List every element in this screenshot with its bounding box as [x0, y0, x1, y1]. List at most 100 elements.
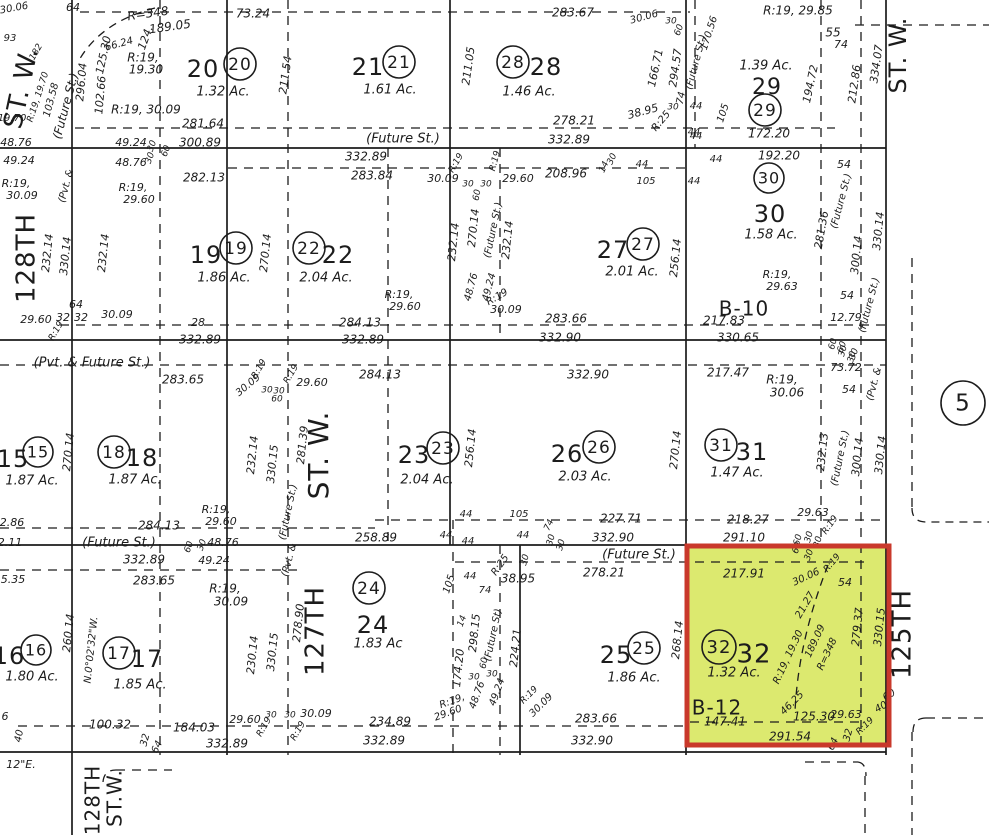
- dashed-street-curve: [102, 769, 117, 783]
- dimension-label: 283.84: [351, 169, 393, 183]
- acreage-label: 1.80 Ac.: [5, 670, 58, 685]
- dimension-label: R:19, 29.85: [763, 4, 833, 18]
- dimension-label: 74: [543, 518, 557, 533]
- dimension-label: 125.30: [793, 710, 835, 724]
- lot-number: 28: [530, 53, 563, 81]
- dimension-label: 217.91: [723, 567, 765, 581]
- dimension-label: 189.05: [148, 17, 192, 37]
- dimension-label: 332.90: [592, 531, 634, 545]
- dimension-label: 29.63: [797, 506, 829, 519]
- dimension-label: 64: [66, 1, 80, 14]
- dimension-label: 30.09: [6, 189, 38, 202]
- lot-number: 30: [754, 200, 787, 228]
- lot-circle-number: 22: [297, 239, 321, 259]
- street-label: 127TH: [301, 586, 331, 676]
- lot-circle: [748, 93, 782, 127]
- lot-circle-number: 18: [102, 443, 126, 463]
- dimension-label: 32: [56, 311, 70, 324]
- lot-circle: [20, 634, 52, 666]
- dimension-label: 30: [261, 386, 273, 396]
- dimension-label: 30: [486, 670, 498, 680]
- dimension-label: 258.89: [355, 531, 397, 545]
- dimension-label: 30: [146, 139, 159, 153]
- lot-circle-number: 25: [632, 639, 656, 659]
- dimension-label: 218.27: [727, 513, 769, 527]
- dimension-label: 283.67: [552, 6, 594, 20]
- dimension-label: 44: [688, 176, 701, 187]
- dimension-label: 30.09: [427, 172, 459, 185]
- dimension-label: 330.14: [870, 211, 887, 251]
- dimension-label: 29.60: [389, 300, 421, 313]
- dimension-label: 74: [834, 38, 848, 51]
- dimension-label: 284.13: [359, 368, 401, 382]
- dimension-label: 211.54: [276, 55, 294, 95]
- acreage-label: 1.39 Ac.: [739, 59, 792, 74]
- dimension-label: 30.06: [770, 386, 805, 400]
- dimension-label: 332.90: [571, 734, 613, 748]
- lot-circle-number: 21: [387, 53, 411, 73]
- dimension-label: 105: [636, 176, 655, 187]
- lot-circle: [352, 571, 386, 605]
- dimension-label: 291.10: [723, 531, 765, 545]
- dimension-label: 268.14: [669, 620, 686, 660]
- dimension-label: 30.06: [0, 1, 29, 17]
- acreage-label: 2.04 Ac.: [400, 473, 453, 488]
- dimension-label: R:19,: [766, 373, 797, 387]
- dimension-label: 60: [479, 656, 491, 669]
- dimension-label: 73.72: [830, 361, 862, 374]
- lot-circle: [22, 436, 54, 468]
- dimension-label: 300.89: [179, 136, 221, 150]
- dimension-label: 44: [462, 536, 475, 547]
- dimension-label: 93: [4, 33, 17, 44]
- dimension-label: 296.04: [73, 62, 89, 101]
- lot-circle-number: 31: [709, 436, 733, 456]
- dimension-label: 29.60: [229, 713, 261, 726]
- dimension-label: R:19, 30.09: [111, 103, 181, 117]
- street-label: 128TH: [12, 213, 42, 303]
- dimension-label: 30: [468, 673, 480, 683]
- dimension-label: 284.13: [339, 316, 381, 330]
- dimension-label: 224.21: [507, 628, 524, 668]
- dimension-label: 332.89: [363, 734, 405, 748]
- dashed-street-curve: [857, 761, 867, 777]
- dimension-label: 73.24: [236, 7, 270, 21]
- dimension-label: 54: [840, 289, 854, 302]
- dimension-label: 234.89: [369, 715, 411, 729]
- dimension-label: 38.95: [501, 572, 535, 586]
- dimension-label: 294.57: [666, 48, 684, 88]
- dimension-label: 60: [183, 540, 196, 554]
- lot-number: 19: [190, 241, 223, 269]
- dimension-label: 330.14: [872, 435, 889, 475]
- dimension-label: 298.15: [466, 613, 483, 653]
- acreage-label: 2.03 Ac.: [558, 470, 611, 485]
- dimension-label: 278.21: [553, 114, 595, 128]
- dimension-label: R:19,: [202, 503, 231, 516]
- lot-circle-number: 30: [758, 169, 780, 188]
- highlighted-parcel-32[interactable]: [687, 546, 889, 745]
- dimension-label: 30: [462, 180, 474, 190]
- dimension-label: 30: [665, 17, 677, 27]
- dimension-label: 278.21: [583, 566, 625, 580]
- dimension-label: 60: [472, 188, 484, 201]
- dimension-label: 332.90: [567, 368, 609, 382]
- dimension-label: 300.14: [848, 235, 865, 275]
- dimension-label: 291.54: [769, 730, 811, 744]
- lot-number: 17: [131, 645, 164, 673]
- lot-circle: [219, 231, 253, 265]
- dimension-label: 30.09: [214, 595, 248, 609]
- dimension-label: (Future St.): [602, 548, 676, 563]
- dimension-label: 284.13: [138, 519, 180, 533]
- street-label: ST. W.: [302, 411, 335, 500]
- acreage-label: 2.04 Ac.: [299, 271, 352, 286]
- dimension-label: 64: [69, 298, 83, 311]
- dimension-label: R:19,: [127, 51, 158, 65]
- dimension-label: 5.35: [1, 573, 26, 586]
- lot-circle: [292, 231, 326, 265]
- lot-circle-number: 26: [587, 438, 611, 458]
- dimension-label: 30.09: [490, 303, 522, 316]
- lot-circle: [223, 47, 257, 81]
- dimension-label: 49.24: [115, 136, 147, 149]
- lot-number: 23: [398, 441, 431, 469]
- dimension-label: 14: [456, 614, 469, 628]
